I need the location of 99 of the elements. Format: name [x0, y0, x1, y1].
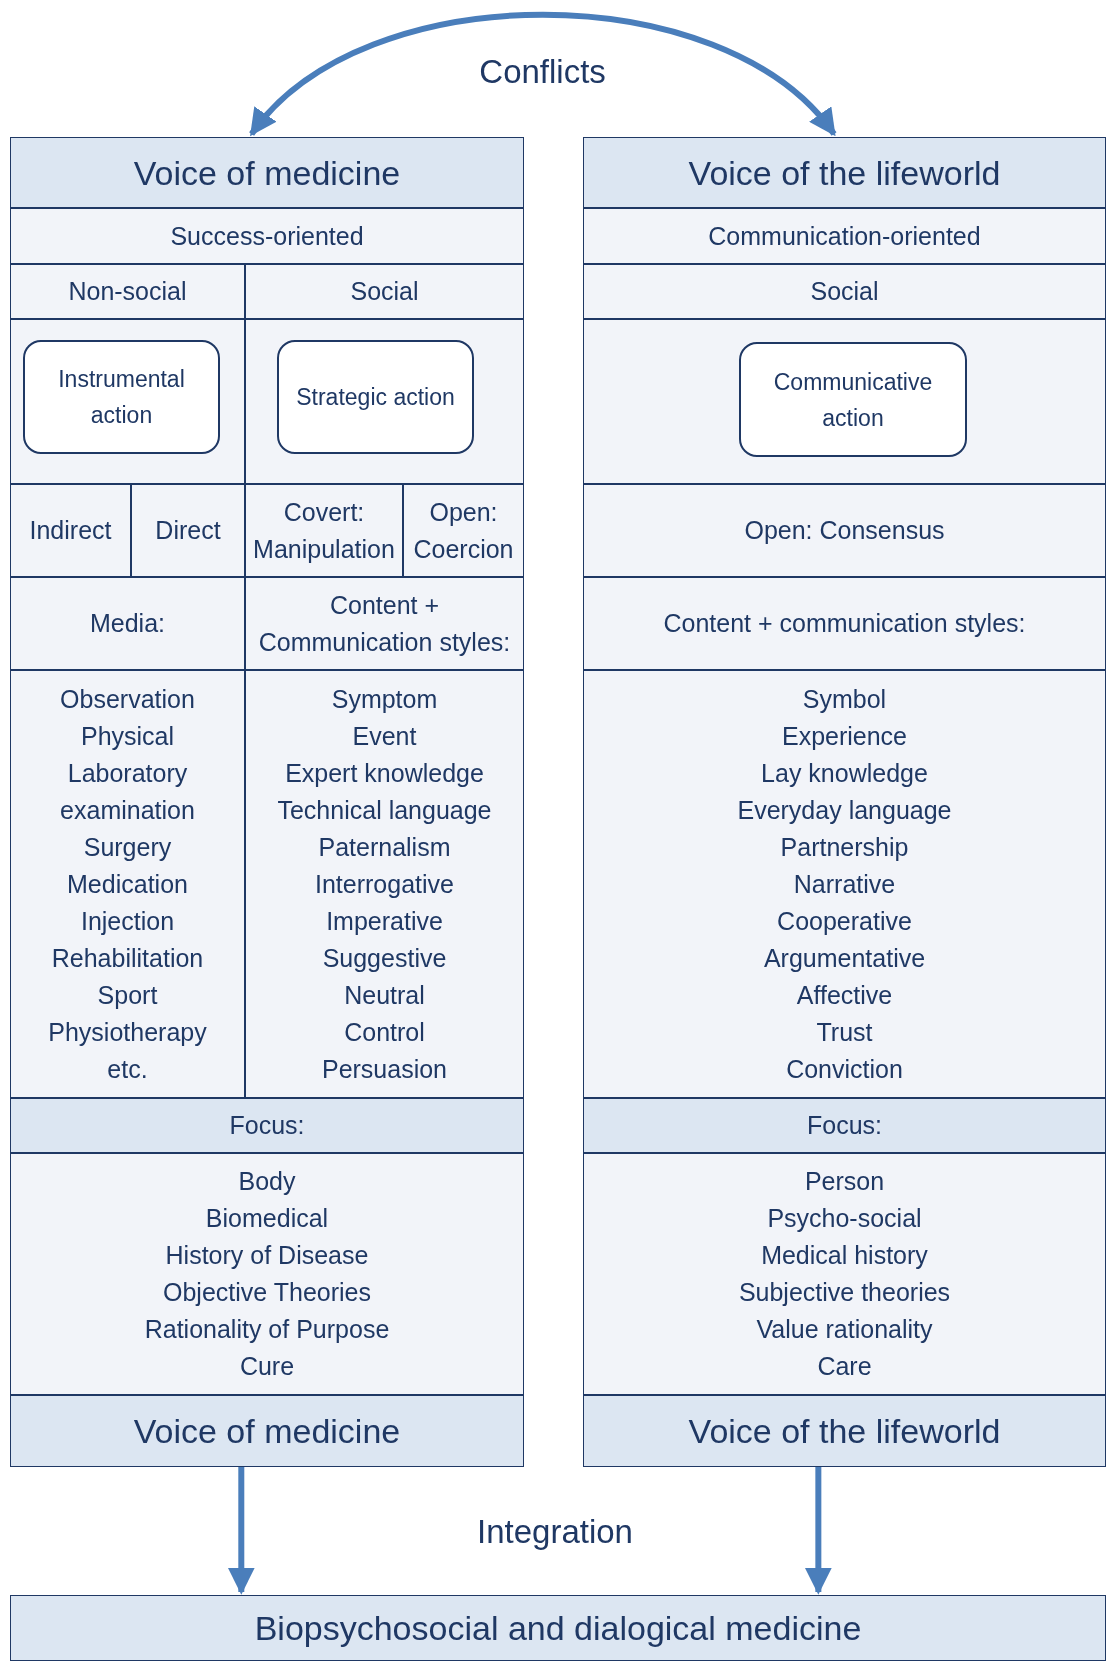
list-item: Physical — [80, 720, 175, 752]
cell-text: Instrumental action — [57, 365, 186, 430]
cell-text: Open: Consensus — [744, 515, 945, 546]
cell-text: Open: Coercion — [412, 496, 515, 565]
cell-text: Voice of medicine — [133, 1411, 401, 1451]
list-item: Subjective theories — [738, 1277, 951, 1308]
list-cell — [10, 1153, 524, 1395]
list-item: Expert knowledge — [285, 757, 484, 789]
list-cell — [583, 1153, 1106, 1395]
list-item: Value rationality — [756, 1314, 933, 1345]
header-cell — [583, 1395, 1106, 1467]
arrow — [227, 1467, 255, 1595]
cell-text: Strategic action — [296, 383, 455, 412]
table-cell — [583, 484, 1106, 577]
list-item: Affective — [796, 979, 893, 1011]
arrow — [804, 1467, 832, 1595]
header-cell — [10, 1395, 524, 1467]
list-item: Objective Theories — [163, 1277, 371, 1308]
table-cell — [131, 484, 245, 577]
table-cell — [10, 577, 245, 670]
list-item: Interrogative — [315, 868, 454, 900]
list-item: Lay knowledge — [761, 757, 928, 789]
cell-text: Voice of the lifeworld — [688, 1411, 1001, 1451]
list-item: Paternalism — [318, 831, 451, 863]
cell-text: Covert: Manipulation — [252, 496, 396, 565]
list-item: Imperative — [326, 905, 443, 937]
cell-text: Direct — [155, 515, 221, 546]
list-item: Cooperative — [777, 905, 912, 937]
cell-text: Focus: — [807, 1110, 882, 1141]
list-item: Event — [352, 720, 417, 752]
cell-text: Indirect — [29, 515, 112, 546]
list-item: Persuasion — [321, 1053, 448, 1085]
list-item: Symptom — [331, 683, 438, 715]
list-item: Psycho-social — [767, 1203, 922, 1234]
table-cell — [10, 264, 245, 319]
cell-text: Voice of the lifeworld — [688, 152, 1001, 193]
cell-text: Social — [810, 276, 879, 307]
action-box — [739, 342, 967, 457]
list-item: Person — [804, 1166, 885, 1197]
cell-text: Media: — [89, 608, 165, 639]
list-item: Narrative — [793, 868, 896, 900]
list-item: Medication — [67, 868, 188, 900]
cell-text: Social — [350, 276, 419, 307]
arrow — [249, 11, 837, 136]
table-cell — [245, 577, 524, 670]
table-cell — [583, 208, 1106, 264]
table-cell — [10, 484, 131, 577]
table-cell — [245, 264, 524, 319]
list-item: Biomedical — [205, 1203, 329, 1234]
list-item: Sport — [97, 979, 158, 1011]
list-item: History of Disease — [165, 1240, 369, 1271]
list-item: Medical history — [761, 1240, 928, 1271]
list-item: Body — [238, 1166, 296, 1197]
cell-text: Biopsychosocial and dialogical medicine — [254, 1608, 862, 1648]
header-cell — [583, 1098, 1106, 1153]
list-item: Trust — [816, 1016, 873, 1048]
list-item: etc. — [107, 1053, 148, 1085]
cell-text: Focus: — [229, 1110, 305, 1141]
cell-text: Communication-oriented — [708, 220, 981, 252]
action-box — [23, 340, 220, 454]
cell-text: Content + Communication styles: — [257, 589, 512, 658]
list-item: Argumentative — [763, 942, 926, 974]
list-item: Laboratory — [67, 757, 188, 789]
list-item: Care — [817, 1351, 872, 1382]
list-cell — [10, 670, 245, 1098]
list-item: Technical language — [277, 794, 492, 826]
header-cell — [583, 137, 1106, 208]
list-cell — [583, 670, 1106, 1098]
list-item: Cure — [239, 1351, 295, 1382]
cell-text: Voice of medicine — [133, 152, 401, 193]
list-item: Rationality of Purpose — [144, 1314, 390, 1345]
table-cell — [10, 208, 524, 264]
list-item: examination — [60, 794, 195, 826]
header-cell — [10, 137, 524, 208]
list-item: Observation — [60, 683, 195, 715]
list-item: Symbol — [802, 683, 887, 715]
list-item: Partnership — [780, 831, 909, 863]
cell-text: Non-social — [68, 276, 187, 307]
cell-text: Communicative action — [772, 367, 934, 433]
list-cell — [245, 670, 524, 1098]
cell-text: Content + communication styles: — [663, 608, 1026, 639]
header-cell — [10, 1595, 1106, 1661]
list-item: Conviction — [786, 1053, 903, 1085]
table-cell — [583, 577, 1106, 670]
list-item: Physiotherapy — [48, 1016, 207, 1048]
list-item: Injection — [80, 905, 175, 937]
table-cell — [245, 484, 403, 577]
table-cell — [583, 264, 1106, 319]
list-item: Control — [344, 1016, 425, 1048]
header-cell — [10, 1098, 524, 1153]
list-item: Everyday language — [737, 794, 952, 826]
list-item: Rehabilitation — [51, 942, 204, 974]
list-item: Experience — [781, 720, 908, 752]
list-item: Suggestive — [322, 942, 447, 974]
action-box — [277, 340, 474, 454]
list-item: Surgery — [83, 831, 172, 863]
cell-text: Success-oriented — [170, 220, 364, 252]
list-item: Neutral — [344, 979, 425, 1011]
table-cell — [403, 484, 524, 577]
